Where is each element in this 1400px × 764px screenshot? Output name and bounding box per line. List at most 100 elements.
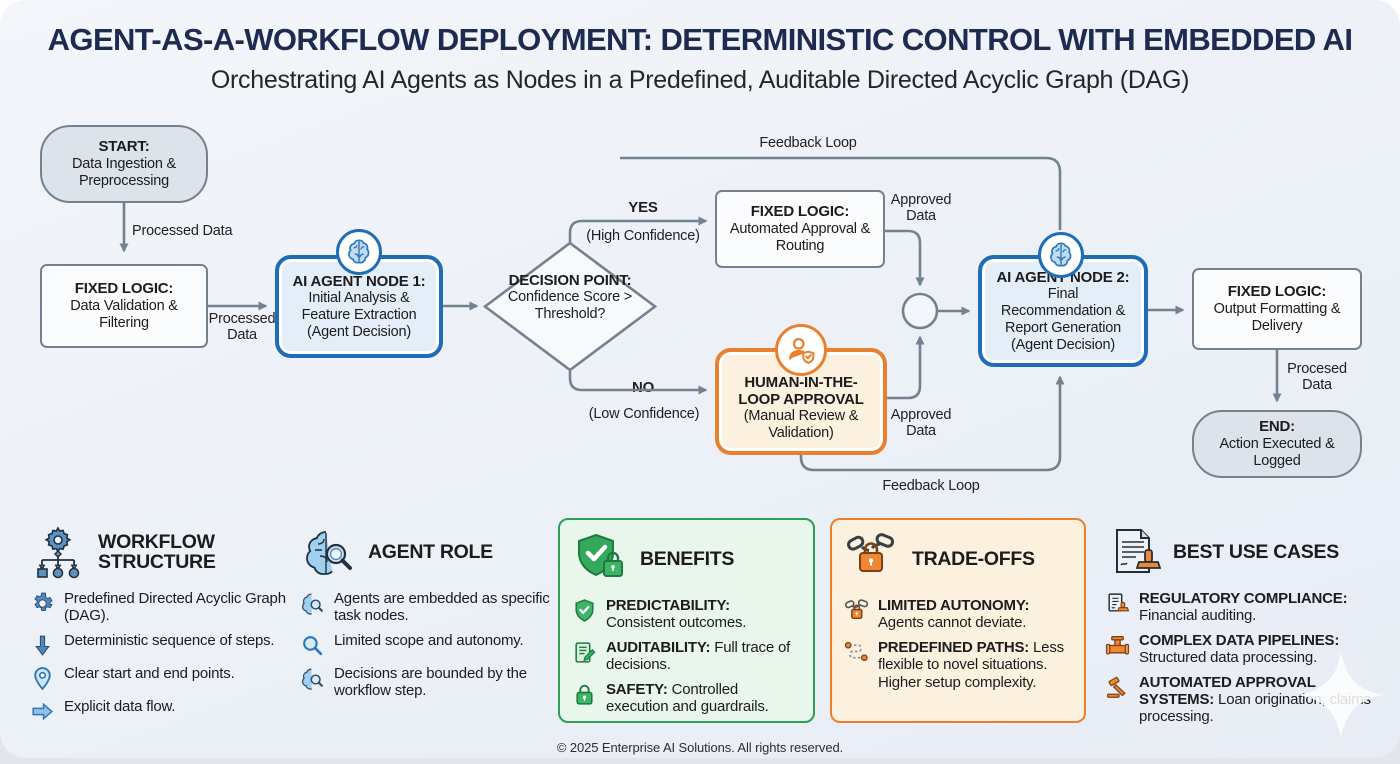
edge-label-feedback-loop-bottom: Feedback Loop [882, 478, 980, 494]
node-body: Initial Analysis & Feature Extraction (A… [301, 289, 417, 340]
pipeline-icon [1105, 633, 1130, 658]
panel-title: BENEFITS [640, 547, 735, 570]
list-item-text: Predefined Directed Acyclic Graph (DAG). [64, 590, 286, 625]
list-item: SAFETY: Controlled execution and guardra… [572, 681, 801, 716]
edge-label-approved-data-top: Approved Data [890, 192, 952, 225]
panel-best-use-cases: BEST USE CASES REGULATORY COMPLIANCE: Fi… [1105, 524, 1377, 733]
node-start: START: Data Ingestion & Preprocessing [40, 125, 208, 203]
list-item-text: Decisions are bounded by the workflow st… [334, 664, 527, 700]
node-title: END: [1259, 418, 1295, 436]
list-item-label: AUDITABILITY: [606, 638, 711, 656]
node-body: Action Executed & Logged [1219, 435, 1335, 469]
list-item-text: PREDICTABILITY: Consistent outcomes. [606, 597, 747, 632]
node-body: Output Formatting & Delivery [1213, 300, 1341, 334]
panel-agent-role: AGENT ROLE Agents are embedded as specif… [300, 524, 552, 707]
flow-connectors [119, 156, 1282, 472]
list-item-label: LIMITED AUTONOMY: [878, 597, 1030, 614]
edge-label-high-confidence: (High Confidence) [586, 228, 700, 244]
brain-magnifier-icon [300, 591, 325, 616]
node-title: AI AGENT NODE 1: [292, 272, 426, 290]
sparkle-icon [1298, 652, 1384, 743]
document-edit-icon [572, 640, 597, 665]
node-body: Data Validation & Filtering [70, 297, 178, 331]
brain-icon [336, 229, 382, 275]
list-item-text: AUDITABILITY: Full trace of decisions. [606, 638, 791, 674]
copyright-text: © 2025 Enterprise AI Solutions. All righ… [556, 740, 844, 755]
gear-icon [30, 591, 55, 616]
list-item-text: SAFETY: Controlled execution and guardra… [606, 680, 769, 715]
panel-title: BEST USE CASES [1173, 540, 1339, 563]
list-item-label: AUTOMATED APPROVAL SYSTEMS: [1139, 673, 1316, 708]
edge-no-to-hitl [568, 371, 708, 395]
document-stamp-icon [1105, 524, 1162, 580]
list-item-text: Limited scope and autonomy. [334, 631, 524, 649]
list-item: Explicit data flow. [30, 698, 298, 724]
node-title: START: [98, 138, 150, 156]
panel-workflow-structure: WORKFLOW STRUCTURE Predefined Directed A… [30, 524, 298, 731]
node-end: END: Action Executed & Logged [1192, 410, 1362, 478]
node-decision-point: DECISION POINT: Confidence Score > Thres… [498, 272, 642, 322]
gear-tree-icon [30, 524, 86, 580]
panel-title: WORKFLOW STRUCTURE [98, 530, 216, 573]
list-item-text: REGULATORY COMPLIANCE: Financial auditin… [1139, 590, 1348, 625]
shield-check-icon [572, 598, 597, 623]
panel-title: AGENT ROLE [368, 540, 493, 563]
magnifier-icon [300, 633, 325, 658]
list-item: Decisions are bounded by the workflow st… [300, 665, 552, 700]
edge-label-processed-data-1: Processed Data [132, 223, 233, 239]
edge-approval-to-merge [885, 229, 925, 287]
list-item: Predefined Directed Acyclic Graph (DAG). [30, 590, 298, 625]
list-item-text: PREDEFINED PATHS: Less flexible to novel… [878, 638, 1064, 691]
list-item: Deterministic sequence of steps. [30, 632, 298, 658]
list-item-label: PREDEFINED PATHS: [878, 638, 1030, 656]
edge-label-feedback-loop-top: Feedback Loop [759, 135, 857, 151]
edge-feedback-bottom [799, 375, 1065, 472]
list-item-label: PREDICTABILITY: [606, 597, 730, 614]
edge-label-procesed-data: Procesed Data [1287, 361, 1347, 394]
chain-padlock-icon [844, 531, 900, 587]
arrow-down-icon [30, 633, 55, 658]
panel-trade-offs: TRADE-OFFS LIMITED AUTONOMY: Agents cann… [830, 518, 1086, 723]
shield-check-lock-icon [572, 531, 628, 587]
decision-diamond [482, 241, 658, 372]
list-item: Agents are embedded as specific task nod… [300, 590, 552, 625]
brain-magnifier-icon [300, 524, 356, 580]
list-item-text: Agents are embedded as specific task nod… [334, 590, 550, 625]
edge-label-processed-data-2: Processed Data [208, 311, 276, 344]
list-item: PREDICTABILITY: Consistent outcomes. [572, 597, 801, 632]
edge-hitl-to-merge [887, 335, 925, 400]
node-body: Data Ingestion & Preprocessing [71, 155, 176, 189]
chain-lock-icon [844, 598, 869, 623]
list-item-label: SAFETY: [606, 680, 668, 698]
list-item: PREDEFINED PATHS: Less flexible to novel… [844, 639, 1072, 691]
node-title: DECISION POINT: [508, 272, 632, 289]
node-title: FIXED LOGIC: [750, 203, 850, 221]
edge-label-low-confidence: (Low Confidence) [588, 406, 700, 422]
node-title: FIXED LOGIC: [74, 280, 174, 298]
node-title: FIXED LOGIC: [1227, 283, 1327, 301]
merge-circle [901, 292, 939, 330]
predefined-path-icon [844, 640, 869, 665]
map-pin-icon [30, 666, 55, 691]
node-ai-agent-1: AI AGENT NODE 1: Initial Analysis & Feat… [275, 255, 443, 358]
arrow-right-icon [30, 699, 55, 724]
node-fixed-logic-approval: FIXED LOGIC: Automated Approval & Routin… [715, 190, 885, 268]
list-item: COMPLEX DATA PIPELINES: Structured data … [1105, 632, 1377, 667]
list-item-text: LIMITED AUTONOMY: Agents cannot deviate. [878, 597, 1030, 632]
list-item-label: REGULATORY COMPLIANCE: [1139, 590, 1348, 607]
list-item-text: Deterministic sequence of steps. [64, 631, 275, 649]
edge-label-approved-data-bottom: Approved Data [890, 407, 952, 440]
edge-label-yes: YES [628, 199, 658, 216]
node-body: Automated Approval & Routing [729, 220, 871, 254]
brain-magnifier-icon [300, 666, 325, 691]
list-item: Clear start and end points. [30, 665, 298, 691]
node-title: HUMAN-IN-THE-LOOP APPROVAL [738, 373, 864, 408]
gavel-icon [1105, 675, 1130, 700]
padlock-icon [572, 682, 597, 707]
panel-benefits: BENEFITS PREDICTABILITY: Consistent outc… [558, 518, 815, 723]
edge-feedback-top [620, 156, 1062, 230]
document-stamp-icon [1105, 591, 1130, 616]
panel-title: TRADE-OFFS [912, 547, 1035, 570]
node-body: (Manual Review & Validation) [743, 408, 859, 442]
